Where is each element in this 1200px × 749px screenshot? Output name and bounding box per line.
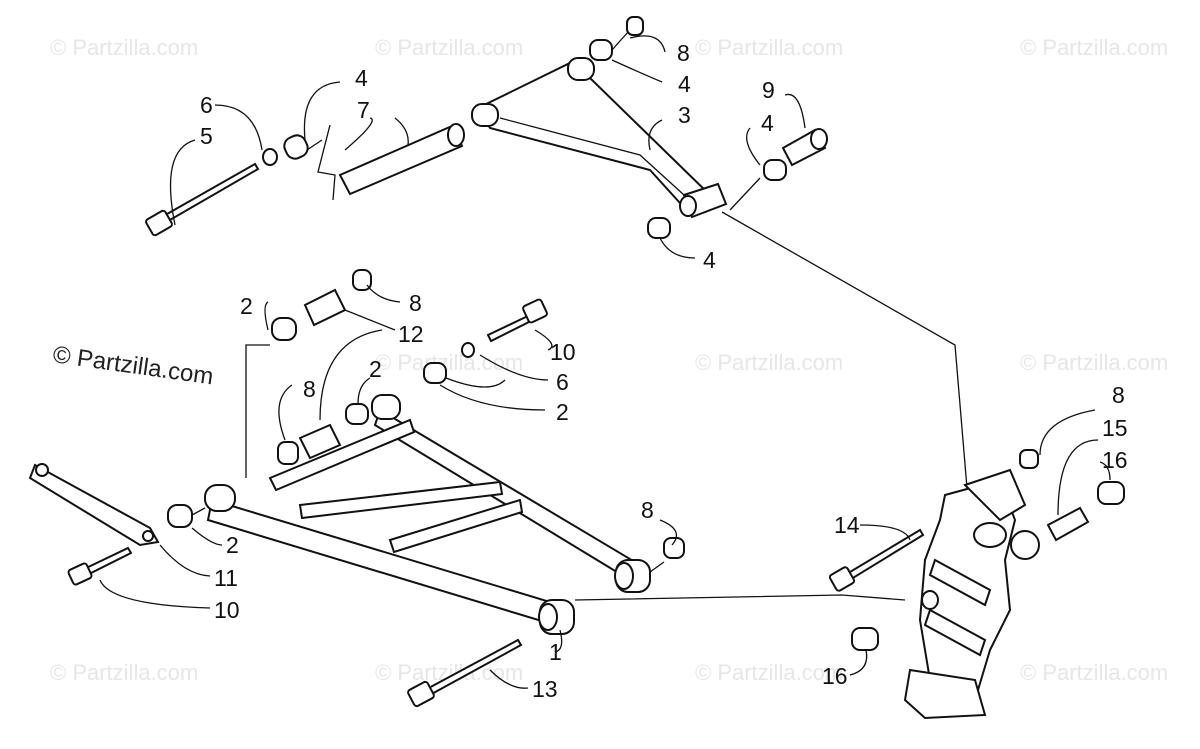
bushing-part-2 [167, 504, 193, 528]
callout: 5 [200, 123, 213, 149]
callout: 16 [1102, 447, 1128, 473]
bushing-part-4 [647, 217, 671, 239]
bolt-part-10 [486, 298, 548, 343]
callout: 13 [532, 676, 558, 702]
bolt-part-14 [828, 528, 925, 592]
callout: 4 [761, 110, 774, 136]
callout: 8 [303, 376, 316, 402]
nut-part-8 [1019, 449, 1039, 469]
callout: 2 [369, 356, 382, 382]
watermark-layer: © Partzilla.com © Partzilla.com © Partzi… [50, 35, 1168, 685]
bolt-part-13 [407, 638, 523, 708]
pin-part-15 [1046, 506, 1090, 542]
watermark: © Partzilla.com [1020, 660, 1168, 685]
bolt-part-10 [67, 546, 133, 586]
sleeve-part-12 [303, 288, 347, 327]
watermark: © Partzilla.com [695, 35, 843, 60]
callout: 4 [355, 65, 368, 91]
callout: 8 [409, 290, 422, 316]
bushing-part-4 [283, 134, 309, 160]
bolt-part-5 [145, 162, 260, 237]
watermark-main: © Partzilla.com [51, 341, 215, 390]
watermark: © Partzilla.com [1020, 35, 1168, 60]
callout: 4 [678, 71, 691, 97]
watermark: © Partzilla.com [375, 35, 523, 60]
callout: 1 [549, 639, 562, 665]
callout: 6 [556, 369, 569, 395]
callout: 15 [1102, 415, 1128, 441]
callout: 2 [226, 532, 239, 558]
watermark: © Partzilla.com [50, 35, 198, 60]
callout: 10 [214, 597, 240, 623]
watermark: © Partzilla.com [375, 350, 523, 375]
callout-labels: 1 2 2 2 2 3 4 4 4 4 5 6 6 7 8 8 8 8 8 9 … [200, 40, 1128, 702]
callout: 16 [822, 663, 848, 689]
bushing-part-2 [271, 317, 297, 341]
bushing-part-16 [1097, 481, 1125, 505]
nut-part-8 [352, 269, 372, 291]
callout: 8 [641, 497, 654, 523]
washer-part-6 [262, 148, 278, 166]
nut-part-8 [663, 537, 685, 559]
callout: 12 [398, 321, 424, 347]
link-part-11 [28, 463, 160, 547]
bushing-part-16 [851, 627, 879, 651]
callout: 14 [834, 512, 860, 538]
lower-a-arm [204, 394, 651, 635]
callout: 10 [550, 339, 576, 365]
callout: 2 [556, 399, 569, 425]
watermark: © Partzilla.com [50, 660, 198, 685]
nut-part-8 [626, 16, 644, 36]
bushing-part-2 [345, 403, 369, 425]
upper-a-arm [471, 57, 728, 219]
sleeve-part-7 [338, 124, 464, 196]
callout: 8 [677, 40, 690, 66]
callout: 11 [214, 565, 238, 591]
washer-part-6 [461, 342, 475, 358]
bushing-part-4 [589, 39, 613, 61]
watermark: © Partzilla.com [695, 350, 843, 375]
leader-lines [99, 35, 1111, 689]
bushing-part-2 [423, 362, 447, 384]
callout: 7 [357, 97, 370, 123]
callout: 2 [240, 293, 253, 319]
sleeve-part-12 [298, 423, 342, 460]
watermark: © Partzilla.com [695, 660, 843, 685]
bushing-part-4 [763, 159, 787, 181]
callout: 3 [678, 102, 691, 128]
callout: 9 [762, 77, 775, 103]
callout: 8 [1112, 382, 1125, 408]
nut-part-8 [277, 441, 299, 465]
spindle-part [903, 468, 1040, 720]
callout: 4 [703, 247, 716, 273]
watermark: © Partzilla.com [1020, 350, 1168, 375]
callout: 6 [200, 92, 213, 118]
